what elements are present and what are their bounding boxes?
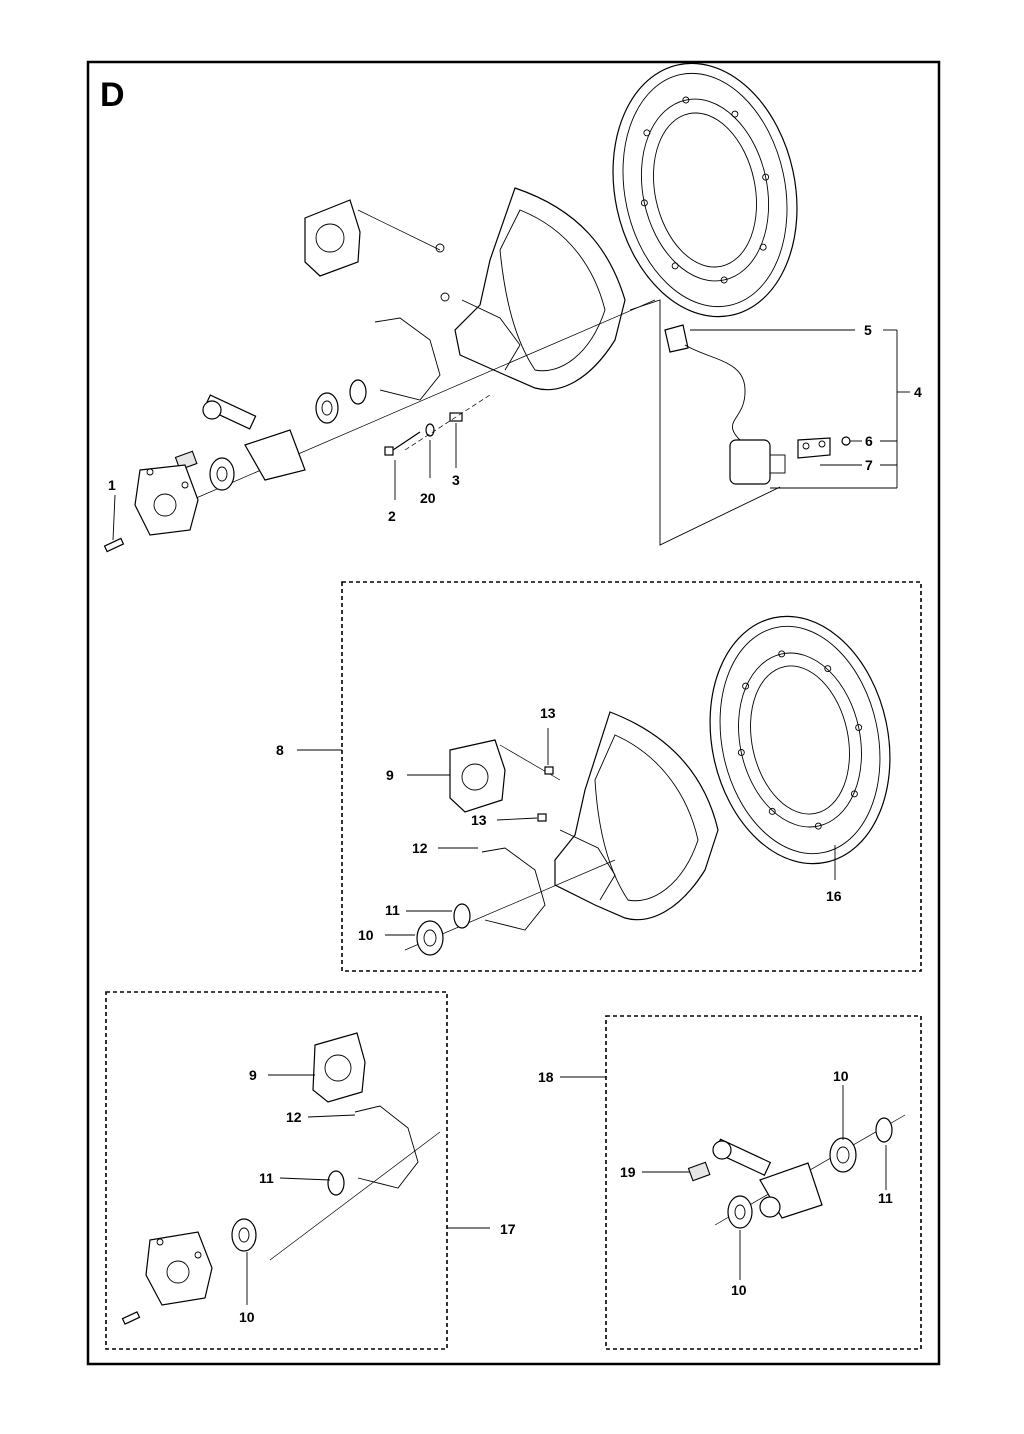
callout-11a: 11 — [385, 902, 400, 918]
callout-13a: 13 — [540, 705, 556, 721]
bearing-box8 — [416, 920, 444, 956]
callout-17: 17 — [500, 1221, 516, 1237]
callout-19: 19 — [620, 1164, 636, 1180]
gasket-top — [304, 199, 361, 277]
crankshaft-top — [202, 394, 306, 481]
callout-9a: 9 — [386, 767, 394, 783]
callout-6: 6 — [865, 433, 873, 449]
kit-box-17 — [105, 991, 448, 1350]
seal-gasket-box8 — [481, 847, 546, 931]
callout-20: 20 — [420, 490, 436, 506]
callout-16: 16 — [826, 888, 842, 904]
kit-box-8 — [341, 581, 922, 972]
callout-1: 1 — [108, 477, 116, 493]
callout-5: 5 — [864, 322, 872, 338]
callout-3: 3 — [452, 472, 460, 488]
nut-6 — [841, 436, 851, 446]
seal-box8 — [453, 903, 471, 929]
seal-gasket-top — [374, 317, 441, 401]
crankcase-box8 — [554, 711, 719, 921]
section-letter: D — [100, 76, 125, 114]
seal-gasket-box17 — [354, 1105, 419, 1189]
cover-disc-top — [612, 62, 798, 318]
bearing-top — [315, 392, 339, 424]
needle-bearing-box18 — [687, 1161, 711, 1182]
seal-box18 — [875, 1117, 893, 1143]
washer-20 — [425, 423, 435, 437]
callout-10a: 10 — [358, 927, 374, 943]
seal-top — [349, 379, 367, 405]
detail-frame — [629, 299, 781, 546]
callout-13b: 13 — [471, 812, 487, 828]
callout-11c: 11 — [878, 1190, 893, 1206]
callout-12a: 12 — [412, 840, 428, 856]
callout-8: 8 — [276, 742, 284, 758]
crankshaft-box18 — [712, 1138, 823, 1219]
callout-9b: 9 — [249, 1067, 257, 1083]
callout-10b: 10 — [239, 1309, 255, 1325]
callout-7: 7 — [865, 457, 873, 473]
callout-10c: 10 — [833, 1068, 849, 1084]
callout-12b: 12 — [286, 1109, 302, 1125]
crankcase-cover-box17 — [145, 1231, 213, 1306]
seal-box17 — [327, 1170, 345, 1196]
kit-17-parts — [121, 1032, 441, 1325]
kit-8-parts — [385, 615, 891, 956]
bearing-left-top — [209, 457, 235, 491]
gasket-box17 — [312, 1032, 366, 1103]
screw-1 — [103, 537, 125, 553]
callout-11b: 11 — [259, 1170, 274, 1186]
callout-4: 4 — [914, 384, 922, 400]
kit-18-parts — [642, 1085, 906, 1280]
cover-disc-box8 — [709, 615, 891, 865]
screw-2 — [389, 431, 421, 453]
ignition-coil — [664, 324, 851, 485]
gasket-box8 — [449, 739, 506, 813]
callout-18: 18 — [538, 1069, 554, 1085]
bearing-box18-right — [829, 1137, 857, 1173]
pin-13b — [537, 813, 547, 822]
outer-frame — [86, 60, 941, 1366]
pin-13a — [544, 766, 554, 775]
top-assembly — [103, 62, 910, 553]
crankcase-cover-top — [134, 464, 199, 536]
kit-box-18 — [605, 1015, 922, 1350]
screw-box17 — [121, 1311, 141, 1325]
callout-2: 2 — [388, 508, 396, 524]
callout-10d: 10 — [731, 1282, 747, 1298]
bearing-box18-left — [727, 1195, 753, 1229]
crankcase-top — [435, 187, 626, 391]
bearing-box17 — [231, 1218, 257, 1252]
